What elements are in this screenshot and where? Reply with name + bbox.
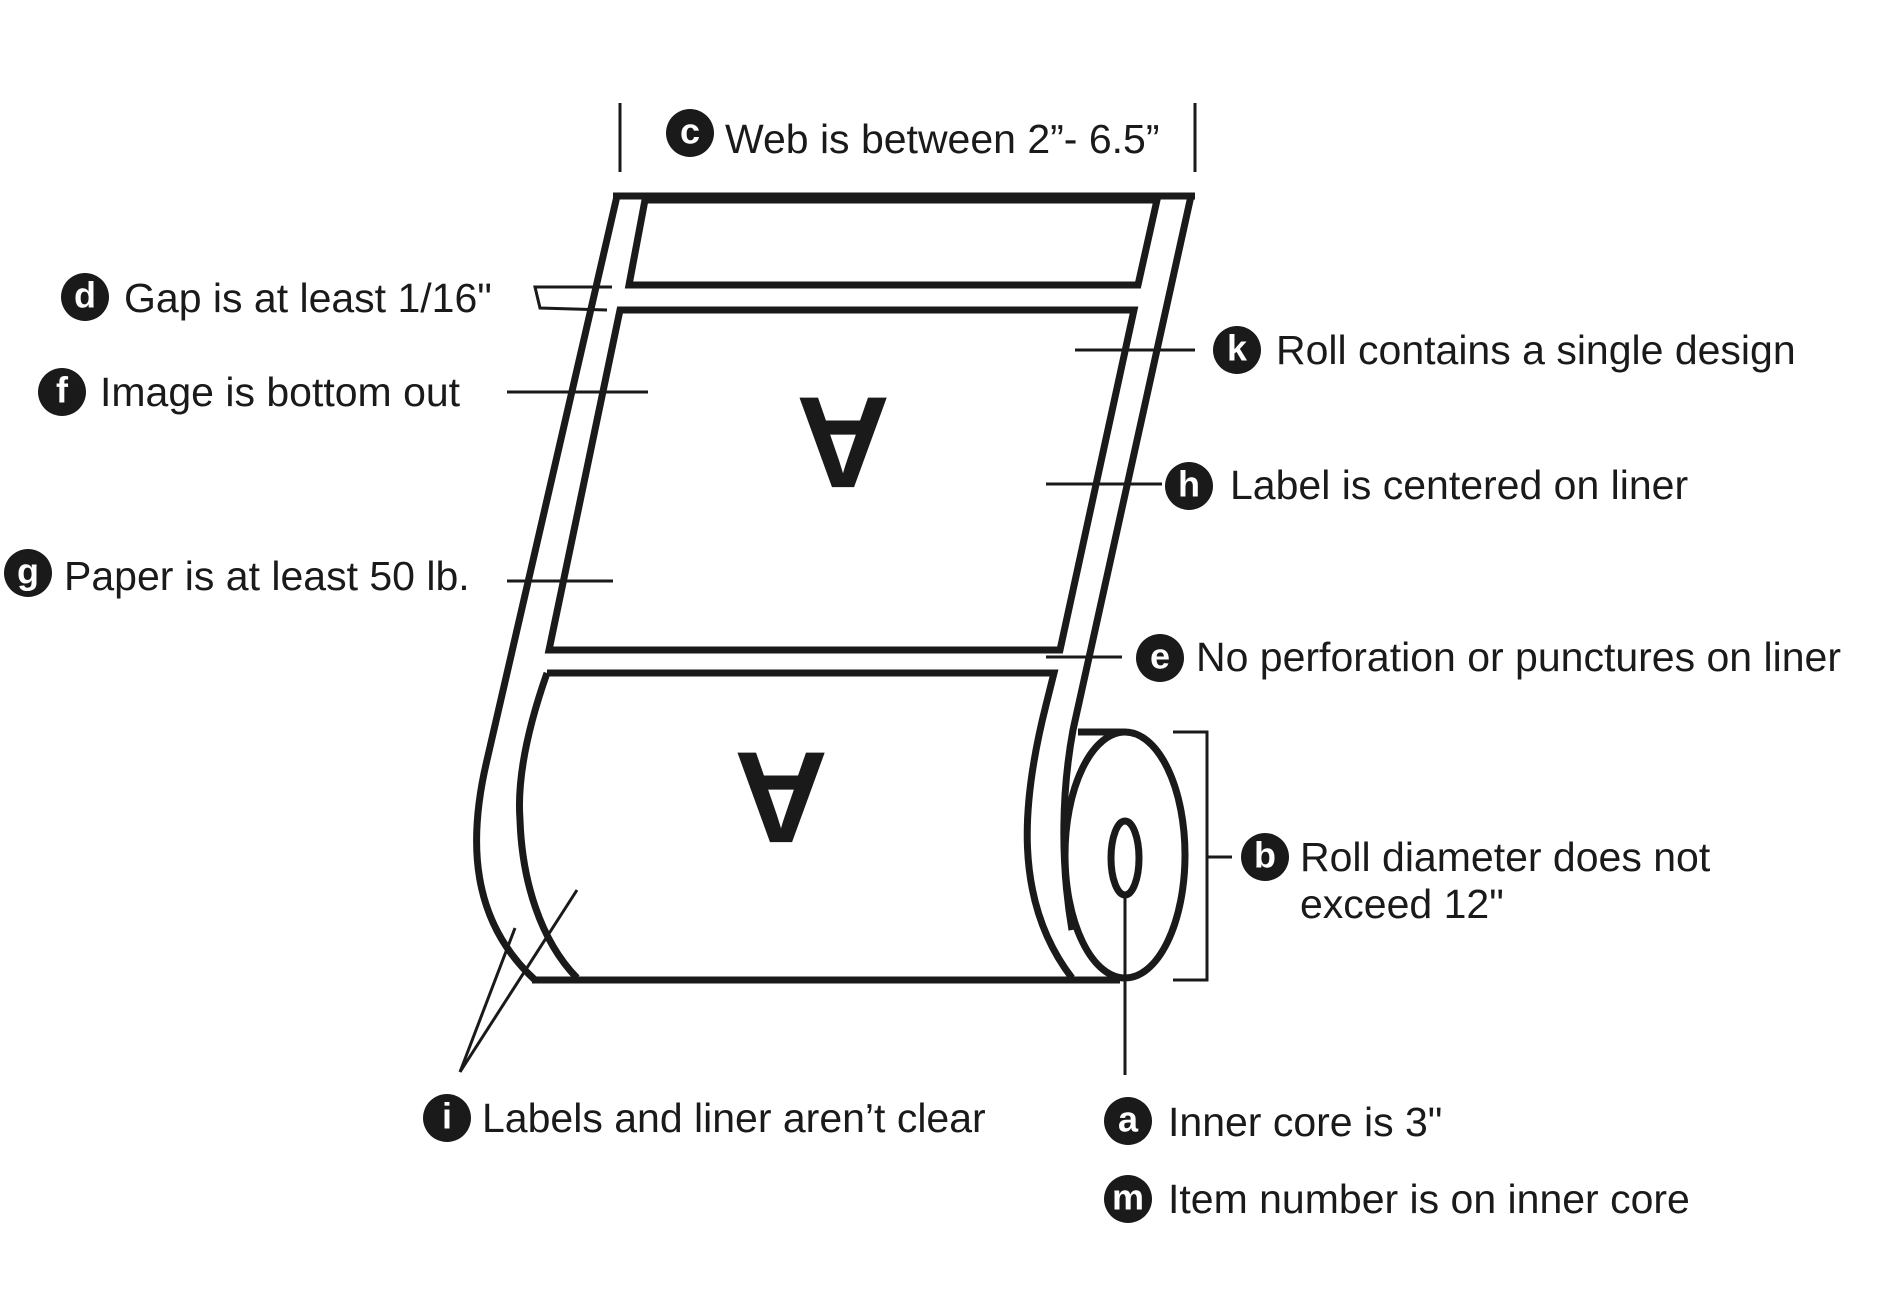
- callout-a-text: Inner core is 3": [1168, 1099, 1442, 1145]
- badge-g-icon: [4, 549, 52, 597]
- callout-b-text: Roll diameter does not: [1300, 834, 1711, 880]
- callout-k: k Roll contains a single design: [1213, 326, 1796, 374]
- badge-c-icon: [666, 109, 714, 157]
- callout-m: m Item number is on inner core: [1104, 1175, 1690, 1223]
- callout-e: e No perforation or punctures on liner: [1136, 634, 1841, 682]
- callout-c-text: Web is between 2”- 6.5”: [725, 116, 1160, 162]
- badge-k-icon: [1213, 326, 1261, 374]
- svg-text:e: e: [1150, 636, 1170, 677]
- badge-e-icon: [1136, 634, 1184, 682]
- badge-m-icon: [1104, 1175, 1152, 1223]
- callout-d-text: Gap is at least 1/16": [124, 275, 492, 321]
- svg-text:b: b: [1254, 835, 1276, 876]
- svg-text:i: i: [442, 1096, 452, 1137]
- callout-c: c Web is between 2”- 6.5”: [666, 109, 1160, 162]
- badge-d-icon: [61, 273, 109, 321]
- svg-text:f: f: [56, 370, 69, 411]
- lower-label: [516, 669, 1075, 981]
- badge-i-icon: [423, 1094, 471, 1142]
- liner-outline: [473, 192, 1195, 984]
- web-width-bracket: [618, 103, 1197, 172]
- callout-g-text: Paper is at least 50 lb.: [64, 553, 470, 599]
- svg-text:m: m: [1112, 1177, 1144, 1218]
- callout-h-text: Label is centered on liner: [1230, 462, 1688, 508]
- design-mark-upper: A: [796, 370, 890, 516]
- callout-g: g Paper is at least 50 lb.: [4, 549, 470, 599]
- middle-label: [544, 306, 1139, 654]
- badge-f-icon: [38, 368, 86, 416]
- svg-text:d: d: [74, 275, 96, 316]
- callout-i-text: Labels and liner aren’t clear: [482, 1095, 986, 1141]
- inner-core: [1107, 817, 1143, 899]
- callout-f: f Image is bottom out: [38, 368, 461, 416]
- top-label: [624, 196, 1162, 289]
- callout-h: h Label is centered on liner: [1165, 462, 1688, 510]
- callout-d: d Gap is at least 1/16": [61, 273, 492, 321]
- badge-a-icon: [1104, 1097, 1152, 1145]
- callout-a: a Inner core is 3": [1104, 1097, 1442, 1145]
- callout-k-text: Roll contains a single design: [1276, 327, 1796, 373]
- callout-m-text: Item number is on inner core: [1168, 1176, 1690, 1222]
- callout-i: i Labels and liner aren’t clear: [423, 1094, 986, 1142]
- badge-b-icon: [1241, 833, 1289, 881]
- svg-text:a: a: [1118, 1099, 1139, 1140]
- leader-lines: [458, 285, 1232, 1075]
- callout-f-text: Image is bottom out: [100, 369, 461, 415]
- svg-text:c: c: [680, 111, 700, 152]
- callout-e-text: No perforation or punctures on liner: [1196, 634, 1841, 680]
- badge-h-icon: [1165, 462, 1213, 510]
- callout-b-text-line2: exceed 12": [1300, 881, 1504, 927]
- svg-text:h: h: [1178, 464, 1200, 505]
- callout-b: b Roll diameter does not exceed 12": [1241, 833, 1711, 927]
- design-mark-lower: A: [734, 725, 828, 871]
- svg-text:k: k: [1227, 328, 1248, 369]
- svg-text:g: g: [17, 551, 39, 592]
